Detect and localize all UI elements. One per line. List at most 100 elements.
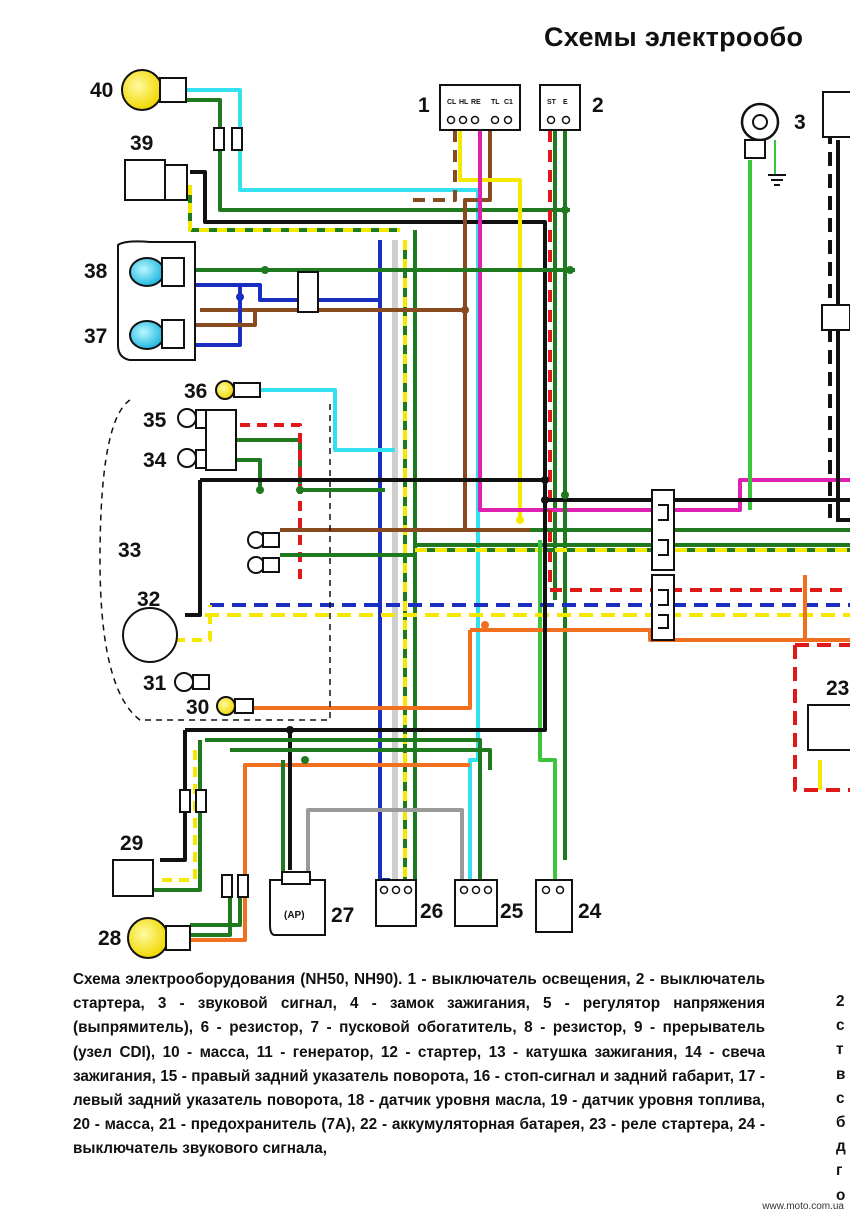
label-37: 37 — [84, 325, 107, 348]
component-31-bulb: 31 — [143, 672, 210, 695]
wire-gray-27 — [306, 808, 464, 880]
wire-black-dash-right — [828, 130, 850, 522]
wire-green-lower — [205, 738, 482, 880]
watermark[interactable]: www.moto.com.ua — [760, 1201, 846, 1212]
component-28-bulb: 28 — [98, 917, 191, 959]
component-29-connector: 29 — [112, 832, 154, 897]
label-1: 1 — [418, 94, 430, 117]
wire-red-34 — [240, 423, 302, 580]
label-27-ap: (AP) — [284, 910, 305, 921]
wire-yellow-32b — [175, 605, 212, 642]
wire-yellow-1 — [458, 130, 522, 520]
caption-right-line: б — [836, 1113, 846, 1131]
label-28: 28 — [98, 927, 122, 950]
label-38: 38 — [84, 260, 108, 283]
caption-right-line: д — [836, 1138, 846, 1156]
label-3: 3 — [794, 111, 806, 134]
wire-green-34 — [235, 458, 262, 490]
wire-blue-37b — [185, 285, 242, 347]
harness-connector-1 — [651, 489, 675, 571]
pin-2-ST: ST — [547, 99, 557, 106]
wire-orange-30 — [250, 630, 472, 710]
label-33: 33 — [118, 539, 141, 562]
component-1-light-switch: CL HL RE TL C1 1 — [418, 84, 521, 131]
diagram-caption: Схема электрооборудования (NH50, NH90). … — [73, 971, 765, 1158]
component-40-bulb: 40 — [90, 69, 187, 111]
component-36-bulb: 36 — [184, 380, 261, 403]
caption-right-line: с — [836, 1017, 845, 1035]
caption-right-line: с — [836, 1089, 845, 1107]
pin-1-C1: C1 — [504, 99, 513, 106]
wire-green-40 — [185, 98, 570, 212]
label-39: 39 — [130, 132, 153, 155]
component-4-connector-partial — [822, 91, 850, 138]
wire-green-27 — [230, 748, 492, 770]
pin-2-E: E — [563, 99, 568, 106]
caption-right-line: г — [836, 1162, 843, 1180]
label-29: 29 — [120, 832, 143, 855]
label-25: 25 — [500, 900, 524, 923]
label-34: 34 — [143, 449, 167, 472]
caption-right-line: о — [836, 1186, 846, 1204]
label-36: 36 — [184, 380, 207, 403]
wire-black-33 — [200, 478, 850, 502]
wire-light-green — [538, 540, 557, 880]
wire-green-35 — [235, 438, 385, 492]
label-30: 30 — [186, 696, 209, 719]
pin-1-TL: TL — [491, 99, 500, 106]
page-title: Схемы электрообо — [544, 22, 804, 52]
label-24: 24 — [578, 900, 602, 923]
label-23: 23 — [826, 677, 849, 700]
label-27: 27 — [331, 904, 354, 927]
label-40: 40 — [90, 79, 113, 102]
label-35: 35 — [143, 409, 167, 432]
component-3-horn: 3 — [740, 102, 806, 186]
component-26-switch: 26 — [375, 879, 443, 927]
caption-right-line: 2 — [836, 993, 845, 1010]
pin-1-HL: HL — [459, 99, 469, 106]
pin-1-CL: CL — [447, 99, 457, 106]
component-2-starter-switch: ST E 2 — [539, 84, 604, 131]
caption-right-column: 2 с т в с б д г о — [836, 990, 850, 1208]
component-39-connector: 39 — [124, 132, 188, 201]
wire-orange-28 — [190, 763, 470, 942]
caption-right-line: т — [836, 1041, 844, 1059]
bullet-connectors — [179, 127, 249, 898]
wire-black-29 — [160, 730, 187, 862]
wire-blue-37 — [170, 283, 380, 302]
component-33-panel: 33 — [99, 399, 331, 721]
wire-green-28b — [190, 880, 232, 937]
component-25-switch: 25 — [454, 879, 524, 927]
label-26: 26 — [420, 900, 443, 923]
harness-connector-2 — [651, 574, 675, 641]
wire-red-2 — [548, 130, 850, 592]
caption-right-line: в — [836, 1065, 846, 1083]
harness-connector-38 — [297, 271, 319, 313]
component-32-gauge: 32 — [122, 588, 178, 663]
connector-right-edge — [821, 304, 850, 331]
component-headlight-group: 38 37 — [84, 240, 196, 361]
wire-orange-upper — [470, 628, 850, 642]
component-24-switch: 24 — [535, 879, 602, 933]
wire-black-39 — [190, 170, 547, 500]
panel-small-bulbs — [247, 531, 280, 574]
wire-pink-1 — [478, 130, 850, 512]
wire-brown-1 — [463, 130, 650, 532]
component-30-bulb: 30 — [186, 696, 254, 719]
wire-cyan-36 — [260, 388, 395, 452]
junctions — [236, 206, 574, 764]
wires — [150, 88, 850, 942]
wire-brown-37 — [185, 310, 257, 327]
component-23-relay: 23 — [807, 677, 850, 751]
component-27-switch: (AP) 27 — [269, 871, 354, 936]
wire-red-relay — [793, 643, 850, 792]
wire-black-lower — [185, 500, 547, 732]
wire-brown-dash — [405, 130, 457, 202]
wire-black-33b — [185, 480, 202, 617]
label-32: 32 — [137, 588, 160, 611]
label-2: 2 — [592, 94, 604, 117]
pin-1-RE: RE — [471, 99, 481, 106]
wire-green-lower-2 — [150, 740, 202, 892]
component-35-34-indicators: 35 34 — [143, 408, 237, 472]
